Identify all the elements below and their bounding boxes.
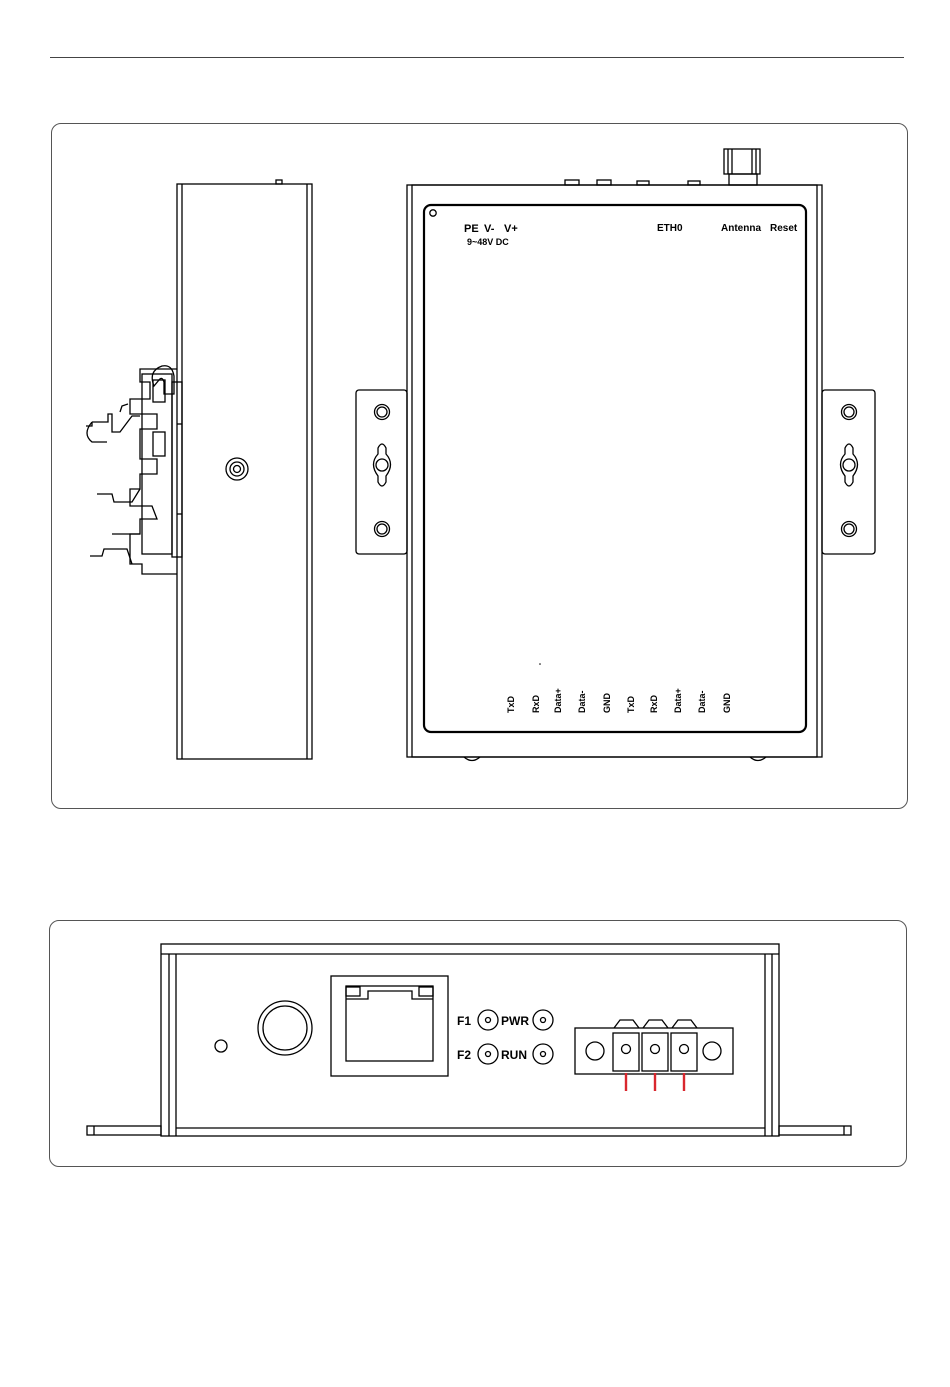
- front-view-panel: F1 F2 PWR RUN: [49, 920, 907, 1167]
- mounting-ear-left: [356, 390, 407, 554]
- serial-pin-label: GND: [722, 693, 732, 714]
- f2-label: F2: [457, 1048, 471, 1062]
- enclosure-front: [161, 944, 779, 1136]
- front-view-drawing: F1 F2 PWR RUN: [50, 921, 906, 1166]
- serial-pin-label: RxD: [531, 694, 541, 713]
- serial-pin-label: TxD: [506, 695, 516, 713]
- terminal-block: [575, 1020, 733, 1074]
- reset-label: Reset: [770, 223, 798, 234]
- side-view: [86, 180, 312, 759]
- serial-pin-label: Data-: [577, 690, 587, 713]
- device-views-panel: PE V- V+ 9~48V DC ETH0 Antenna Reset TxD…: [51, 123, 908, 809]
- serial-pin-label: GND: [602, 693, 612, 714]
- header-rule: [50, 57, 904, 58]
- round-connector: [258, 1001, 312, 1055]
- eth0-label: ETH0: [657, 223, 683, 234]
- vplus-label: V+: [504, 223, 518, 235]
- flange-right: [779, 1126, 851, 1135]
- serial-pin-label: Data+: [553, 688, 563, 713]
- top-view: [356, 149, 875, 761]
- f2-led: [478, 1044, 498, 1064]
- serial-pin-labels: TxD RxD Data+ Data- GND TxD RxD Data+ Data- GND: [506, 688, 732, 713]
- pwr-led: [533, 1010, 553, 1030]
- small-hole: [215, 1040, 227, 1052]
- mounting-ear-right: [822, 390, 875, 554]
- serial-pin-label: Data-: [697, 690, 707, 713]
- run-led: [533, 1044, 553, 1064]
- device-views-drawing: PE V- V+ 9~48V DC ETH0 Antenna Reset TxD…: [52, 124, 907, 808]
- din-rail-clip: [86, 366, 182, 574]
- pe-label: PE: [464, 223, 479, 235]
- voltage-range-label: 9~48V DC: [467, 237, 509, 247]
- antenna-label: Antenna: [721, 223, 761, 234]
- dot-mark: [539, 663, 541, 665]
- serial-pin-label: RxD: [649, 694, 659, 713]
- vminus-label: V-: [484, 223, 495, 235]
- f1-label: F1: [457, 1014, 471, 1028]
- terminal-wire-marks: [626, 1073, 684, 1091]
- rj45-port: [331, 976, 448, 1076]
- pwr-label: PWR: [501, 1014, 529, 1028]
- antenna-connector: [724, 149, 760, 185]
- serial-pin-label: TxD: [626, 695, 636, 713]
- f1-led: [478, 1010, 498, 1030]
- run-label: RUN: [501, 1048, 527, 1062]
- flange-left: [87, 1126, 161, 1135]
- serial-pin-label: Data+: [673, 688, 683, 713]
